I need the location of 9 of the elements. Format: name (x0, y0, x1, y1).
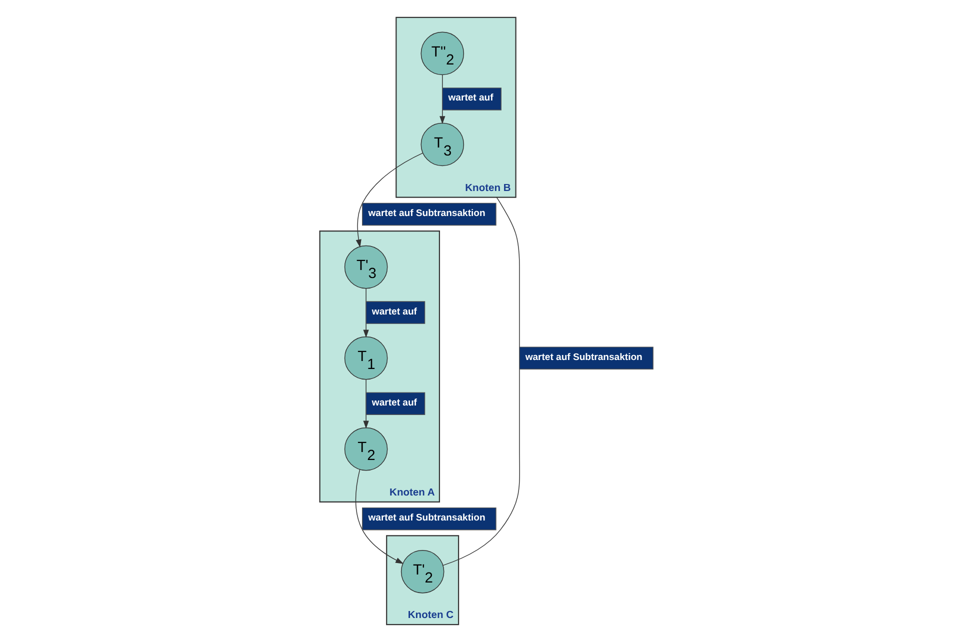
edge-label: wartet auf (448, 92, 494, 104)
arrow (356, 152, 424, 248)
arrow (355, 469, 404, 564)
edge-label: wartet auf Subtransaktion (368, 208, 486, 219)
edge-label: wartet auf Subtransaktion (368, 512, 486, 524)
connector (442, 196, 520, 566)
edge-label: wartet auf (372, 397, 417, 408)
edge-label: wartet auf Subtransaktion (525, 352, 642, 363)
edge-label: wartet auf (372, 306, 417, 318)
